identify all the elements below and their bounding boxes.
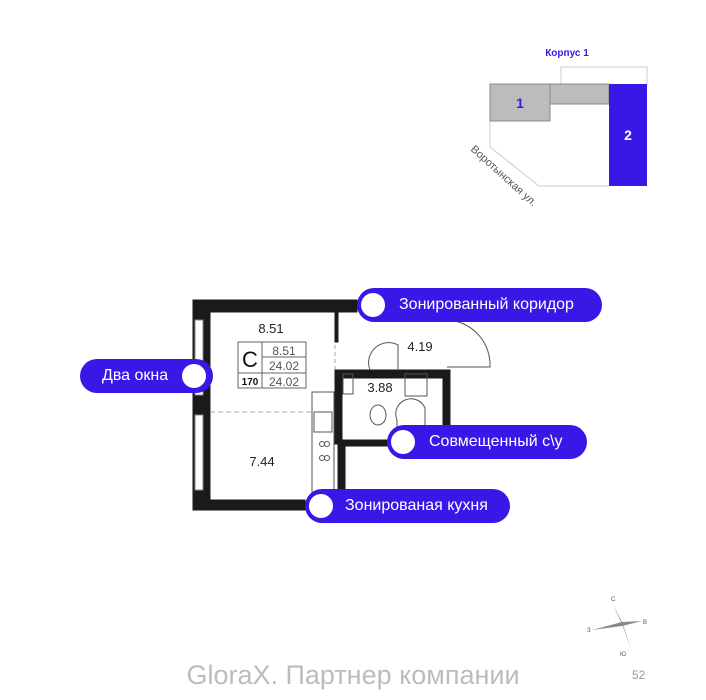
apartment-badge: С 8.51 24.02 170 24.02 xyxy=(237,341,307,389)
building-2-label: 2 xyxy=(624,127,632,143)
site-plan: Корпус 1 1 2 Воротынская ул. xyxy=(468,48,648,209)
building-connector xyxy=(549,83,610,105)
partition xyxy=(334,309,339,343)
callout-dot xyxy=(309,494,333,518)
kitchen-area: 7.44 xyxy=(249,454,274,469)
door-swing xyxy=(446,319,491,368)
bath-wall xyxy=(334,369,451,445)
compass-w: З xyxy=(587,628,591,634)
floor-plan xyxy=(192,299,491,511)
callout-windows[interactable]: Два окна xyxy=(80,359,213,393)
living-area: 8.51 xyxy=(258,321,283,336)
badge-total-2: 24.02 xyxy=(269,375,299,389)
badge-living: 8.51 xyxy=(272,344,296,358)
compass-n: С xyxy=(611,597,616,603)
hall-area: 4.19 xyxy=(407,339,432,354)
page-number: 52 xyxy=(632,668,646,682)
callout-corridor[interactable]: Зонированный коридор xyxy=(357,288,602,322)
footer-text: GloraX. Партнер компании xyxy=(186,660,520,690)
callout-kitchen[interactable]: Зонированая кухня xyxy=(305,489,510,523)
washbasin-icon xyxy=(404,373,428,397)
street-label: Воротынская ул. xyxy=(468,143,539,209)
shower-icon xyxy=(395,398,426,440)
apartment-number: 170 xyxy=(242,377,259,388)
callout-dot xyxy=(361,293,385,317)
callout-corridor-label: Зонированный коридор xyxy=(399,296,574,313)
compass-e: В xyxy=(643,620,647,626)
door-swing xyxy=(368,342,399,371)
compass-icon: С В Ю З xyxy=(587,597,647,658)
building-2[interactable] xyxy=(609,84,647,186)
callout-bathroom[interactable]: Совмещенный с\у xyxy=(387,425,587,459)
building-outline xyxy=(560,66,648,86)
callout-windows-label: Два окна xyxy=(102,367,169,384)
callout-kitchen-label: Зонированая кухня xyxy=(345,497,488,514)
bath-area: 3.88 xyxy=(367,380,392,395)
callout-dot xyxy=(182,364,207,388)
plot-outline xyxy=(489,121,609,187)
toilet-icon xyxy=(369,404,387,426)
window-1 xyxy=(194,319,204,396)
callout-dot xyxy=(391,430,415,454)
badge-total: 24.02 xyxy=(269,359,299,373)
building-1-label: 1 xyxy=(516,95,524,111)
compass-s: Ю xyxy=(620,652,626,658)
sink-icon xyxy=(313,411,333,433)
callout-bathroom-label: Совмещенный с\у xyxy=(429,433,563,450)
apartment-type: С xyxy=(242,347,258,372)
site-plan-title: Корпус 1 xyxy=(545,48,589,59)
washer-icon xyxy=(342,373,354,395)
window-2 xyxy=(194,414,204,491)
room-labels: 8.51 7.44 4.19 3.88 xyxy=(249,321,432,469)
